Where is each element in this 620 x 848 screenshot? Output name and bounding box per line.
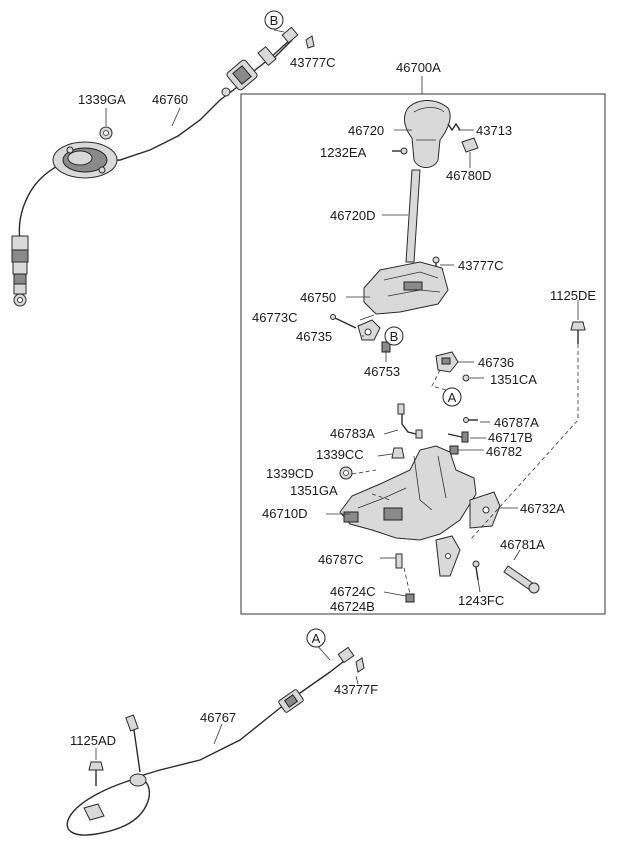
- label-46724c: 46724C: [330, 584, 376, 599]
- part-46782: [449, 445, 459, 455]
- label-46710d: 46710D: [262, 506, 308, 521]
- clip-43777f: [355, 657, 365, 673]
- spring-46717b: [447, 431, 469, 443]
- pin-46781a: [503, 565, 540, 594]
- rod-46720d: [405, 169, 421, 263]
- ref-circle-b-top: B: [264, 10, 284, 30]
- label-43777f: 43777F: [334, 682, 378, 697]
- sensor-46736: [435, 351, 459, 373]
- pin-46773c: [330, 314, 357, 329]
- label-1339ga: 1339GA: [78, 92, 126, 107]
- label-43713: 43713: [476, 123, 512, 138]
- svg-text:B: B: [390, 329, 399, 344]
- bolt-1125de: [570, 321, 586, 344]
- label-46787a: 46787A: [494, 415, 539, 430]
- label-1125de: 1125DE: [550, 288, 596, 303]
- bolt-1125ad: [88, 761, 104, 786]
- guide-1339cd: [351, 469, 377, 475]
- plate-46732a: [469, 491, 501, 529]
- label-46735: 46735: [296, 329, 332, 344]
- base-46710d: [339, 445, 477, 541]
- label-46773c: 46773C: [252, 310, 298, 325]
- label-46700a: 46700A: [396, 60, 441, 75]
- screw-1243fc: [472, 560, 480, 581]
- guide-46736: [431, 369, 447, 391]
- label-46753: 46753: [364, 364, 400, 379]
- label-46736: 46736: [478, 355, 514, 370]
- label-1339cc: 1339CC: [316, 447, 364, 462]
- svg-text:A: A: [312, 631, 321, 646]
- cable-46767: [66, 646, 355, 836]
- label-46787c: 46787C: [318, 552, 364, 567]
- part-46724c: [405, 593, 415, 603]
- label-46782: 46782: [486, 444, 522, 459]
- knob-46720: [404, 100, 451, 168]
- label-1351ga: 1351GA: [290, 483, 338, 498]
- label-46720d: 46720D: [330, 208, 376, 223]
- label-46760: 46760: [152, 92, 188, 107]
- label-46717b: 46717B: [488, 430, 533, 445]
- ref-circle-a-mid: A: [442, 387, 462, 407]
- housing-46750: [363, 261, 449, 315]
- guide-1351ga: [371, 493, 391, 501]
- label-46767: 46767: [200, 710, 236, 725]
- guide-46724: [403, 567, 411, 595]
- label-1351ca: 1351CA: [490, 372, 537, 387]
- label-1125ad: 1125AD: [70, 733, 116, 748]
- label-1232ea: 1232EA: [320, 145, 367, 160]
- label-46783a: 46783A: [330, 426, 375, 441]
- label-46781a: 46781A: [500, 537, 545, 552]
- label-46720: 46720: [348, 123, 384, 138]
- harness-46783a: [397, 403, 423, 439]
- label-43777c-top: 43777C: [290, 55, 336, 70]
- bracket-46735: [357, 319, 381, 341]
- button-46780d: [461, 137, 479, 153]
- label-43777c-mid: 43777C: [458, 258, 504, 273]
- label-1339cd: 1339CD: [266, 466, 314, 481]
- nut-1351ca: [462, 374, 470, 382]
- spring-43713: [447, 122, 461, 132]
- label-46732a: 46732A: [520, 501, 565, 516]
- bracket-arm: [435, 535, 461, 577]
- svg-text:A: A: [448, 390, 457, 405]
- screw-1232ea: [392, 147, 408, 155]
- svg-text:B: B: [270, 13, 279, 28]
- clip-43777c-top: [305, 35, 315, 49]
- label-46724b: 46724B: [330, 599, 375, 614]
- ref-circle-b-mid: B: [384, 326, 404, 346]
- label-1243fc: 1243FC: [458, 593, 504, 608]
- cable-46760: [11, 26, 299, 307]
- screw-46787a: [463, 417, 478, 423]
- ref-circle-a-bot: A: [306, 628, 326, 648]
- label-46750: 46750: [300, 290, 336, 305]
- label-46780d: 46780D: [446, 168, 492, 183]
- bolt-46787c: [395, 553, 403, 569]
- guide-1125de: [469, 344, 579, 541]
- nut-1339cc: [391, 447, 405, 459]
- assembly-frame: [240, 93, 606, 615]
